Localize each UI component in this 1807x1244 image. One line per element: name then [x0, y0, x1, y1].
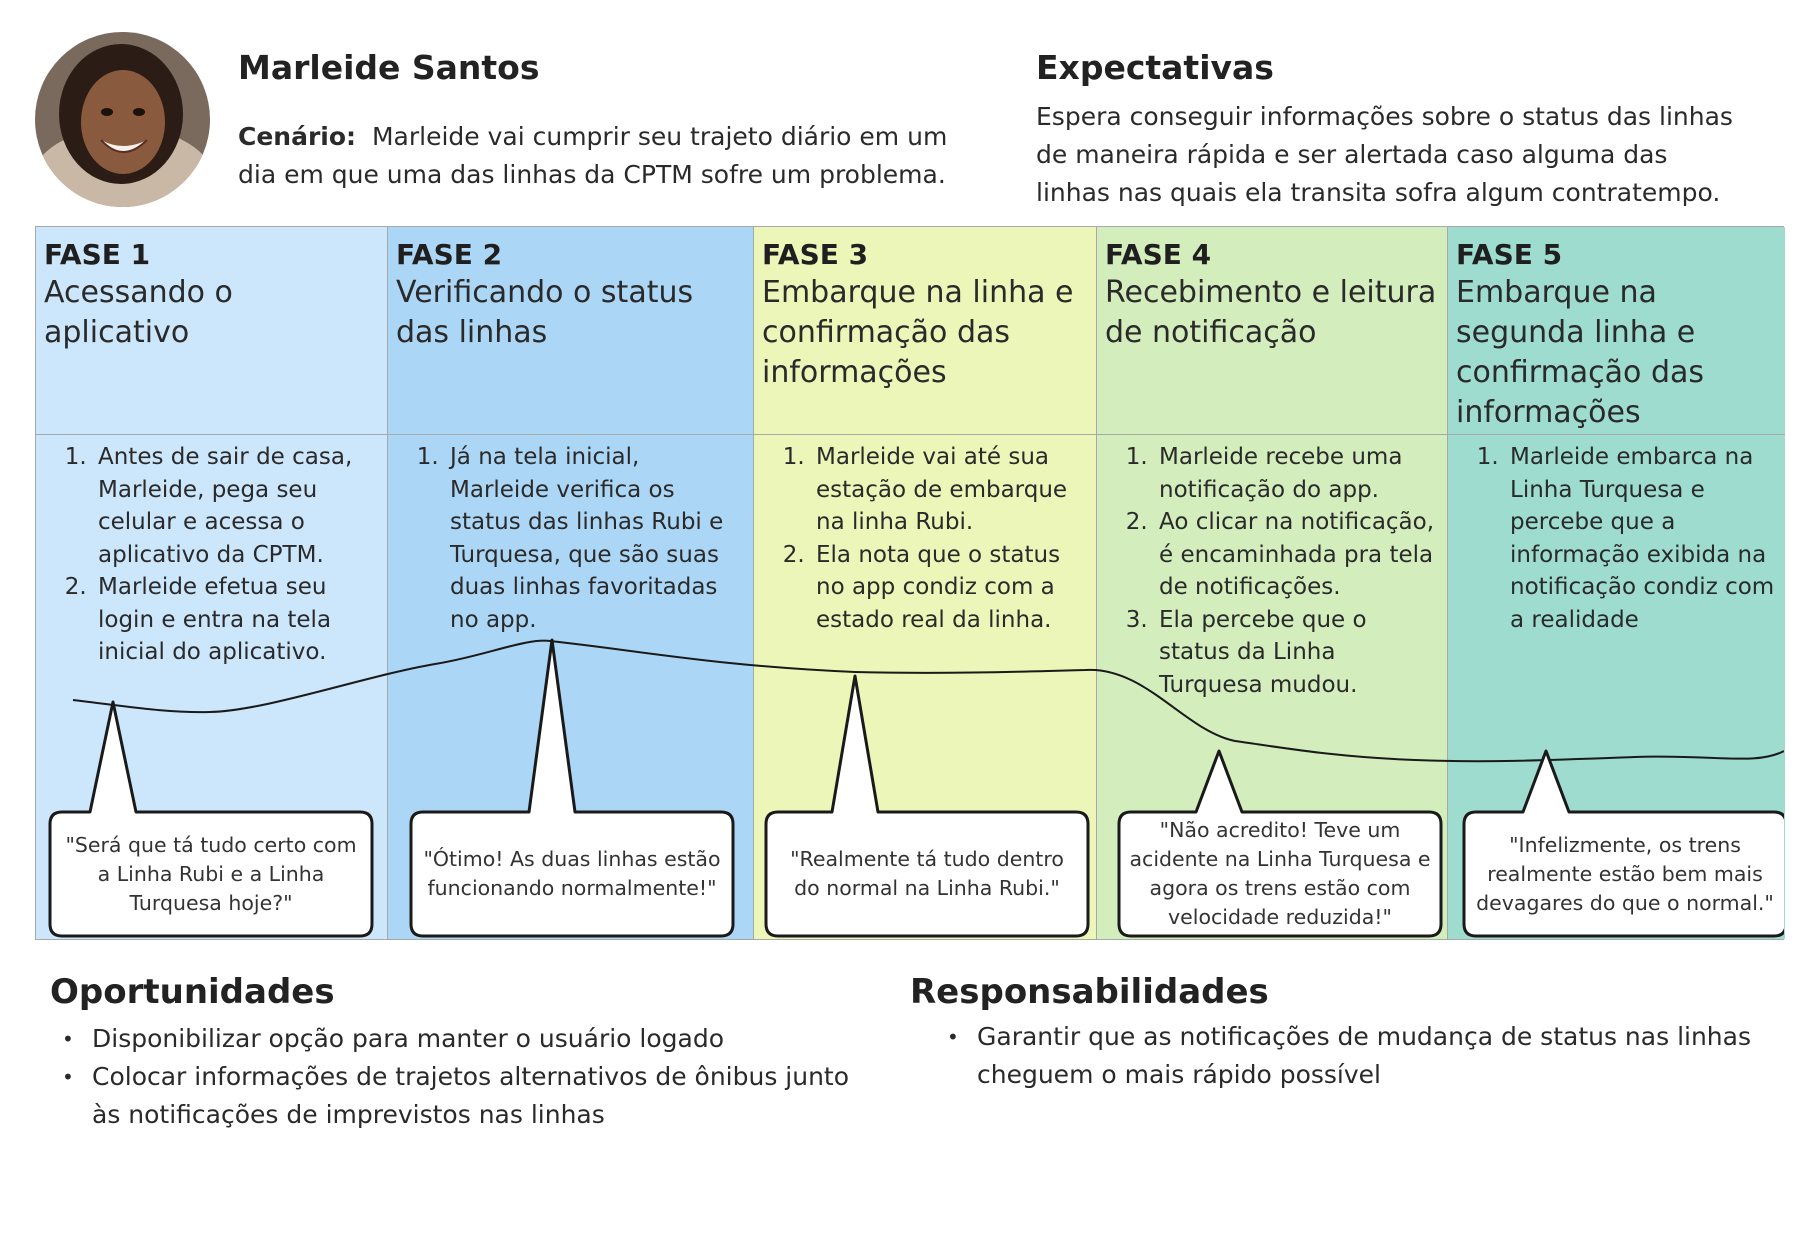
phase-label: FASE 3: [762, 238, 869, 271]
scenario-label: Cenário:: [238, 122, 357, 151]
phase-step: Marleide embarca na Linha Turquesa e per…: [1506, 441, 1777, 636]
persona-avatar: [35, 32, 210, 207]
responsibilities-item: Garantir que as notificações de mudança …: [935, 1018, 1755, 1094]
phase-quote: "Será que tá tudo certo com a Linha Rubi…: [65, 832, 357, 915]
phase-label: FASE 1: [44, 238, 151, 271]
phase-title: Embarque na linha e confirmação das info…: [762, 275, 1074, 390]
phase-label: FASE 4: [1105, 238, 1212, 271]
expectations-title: Expectativas: [1036, 48, 1274, 87]
phase-header: FASE 3 Embarque na linha e confirmação da…: [754, 227, 1096, 435]
phase-title: Recebimento e leitura de notificação: [1105, 275, 1437, 350]
expectations-text: Espera conseguir informações sobre o sta…: [1036, 102, 1733, 207]
phase-quote: "Infelizmente, os trens realmente estão …: [1476, 832, 1774, 915]
phase-quote: "Realmente tá tudo dentro do normal na L…: [790, 847, 1064, 900]
phase-title: Acessando o aplicativo: [44, 275, 233, 350]
phase-header: FASE 5 Embarque na segunda linha e confir…: [1448, 227, 1785, 435]
phase-quote: "Ótimo! As duas linhas estão funcionando…: [423, 847, 721, 900]
persona-name: Marleide Santos: [238, 48, 540, 87]
opportunities-item: Disponibilizar opção para manter o usuár…: [50, 1020, 850, 1058]
responsibilities-list: Garantir que as notificações de mudança …: [935, 1018, 1755, 1094]
phase-steps: Já na tela inicial, Marleide verifica os…: [388, 441, 753, 636]
phase-steps: Marleide recebe uma notificação do app.A…: [1097, 441, 1447, 701]
phase-step: Ao clicar na notificação, é encaminhada …: [1155, 506, 1439, 604]
phase-title: Embarque na segunda linha e confirmação …: [1456, 275, 1704, 430]
phase-header: FASE 2 Verificando o status das linhas: [388, 227, 753, 435]
opportunities-item: Colocar informações de trajetos alternat…: [50, 1058, 850, 1134]
persona-scenario: Cenário: Marleide vai cumprir seu trajet…: [238, 118, 958, 194]
phase-steps: Marleide embarca na Linha Turquesa e per…: [1448, 441, 1785, 636]
phase-title: Verificando o status das linhas: [396, 275, 694, 350]
phase-steps: Antes de sair de casa, Marleide, pega se…: [36, 441, 387, 669]
phase-step: Antes de sair de casa, Marleide, pega se…: [94, 441, 379, 571]
phase-step: Ela nota que o status no app condiz com …: [812, 539, 1088, 637]
phase-header: FASE 1 Acessando o aplicativo: [36, 227, 387, 435]
phase-step: Marleide recebe uma notificação do app.: [1155, 441, 1439, 506]
opportunities-list: Disponibilizar opção para manter o usuár…: [50, 1020, 850, 1134]
phase-steps: Marleide vai até sua estação de embarque…: [754, 441, 1096, 636]
phase-step: Ela percebe que o status da Linha Turque…: [1155, 604, 1439, 702]
phase-step: Marleide efetua seu login e entra na tel…: [94, 571, 379, 669]
phase-step: Já na tela inicial, Marleide verifica os…: [446, 441, 745, 636]
phase-label: FASE 5: [1456, 238, 1563, 271]
phase-header: FASE 4 Recebimento e leitura de notificaç…: [1097, 227, 1447, 435]
opportunities-title: Oportunidades: [50, 972, 335, 1012]
phase-step: Marleide vai até sua estação de embarque…: [812, 441, 1088, 539]
scenario-text: Marleide vai cumprir seu trajeto diário …: [238, 122, 948, 189]
phase-label: FASE 2: [396, 238, 503, 271]
phase-quote: "Não acredito! Teve um acidente na Linha…: [1129, 818, 1431, 929]
responsibilities-title: Responsabilidades: [910, 972, 1269, 1012]
